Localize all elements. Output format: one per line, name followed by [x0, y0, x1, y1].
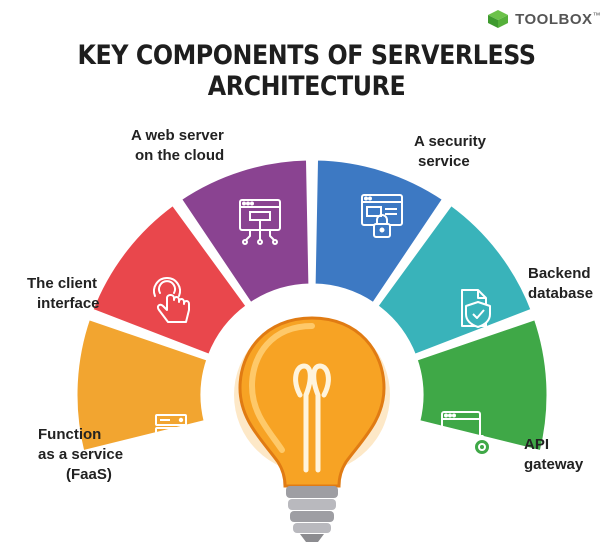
label-security-service: A security service [414, 133, 486, 170]
label-backend-database: Backend database [528, 265, 594, 302]
toolbox-cube-icon [488, 10, 509, 28]
segment-faas [74, 317, 210, 454]
database-shield-icon [461, 289, 491, 328]
hand-pointer-icon [153, 277, 190, 323]
server-stack-icon [155, 414, 187, 465]
filament-right [311, 363, 331, 473]
brand-logo: TOOLBOX™ [487, 9, 601, 29]
label-client-interface: The client interface [27, 275, 100, 312]
filament-left [293, 363, 313, 473]
web-server-icon [239, 199, 281, 245]
light-bulb [234, 316, 390, 542]
api-gateway-icon [441, 411, 494, 459]
label-web-server: A web server on the cloud [131, 127, 225, 164]
label-faas: Function as a service (FaaS) [38, 426, 124, 483]
brand-name: TOOLBOX™ [515, 10, 601, 28]
segment-backend-database [375, 202, 534, 357]
security-lock-icon [361, 194, 403, 238]
segment-web-server [178, 157, 312, 306]
segment-client-interface [90, 202, 249, 357]
label-api-gateway: API gateway [524, 436, 584, 473]
page-title: KEY COMPONENTS OF SERVERLESS ARCHITECTUR… [77, 40, 536, 102]
